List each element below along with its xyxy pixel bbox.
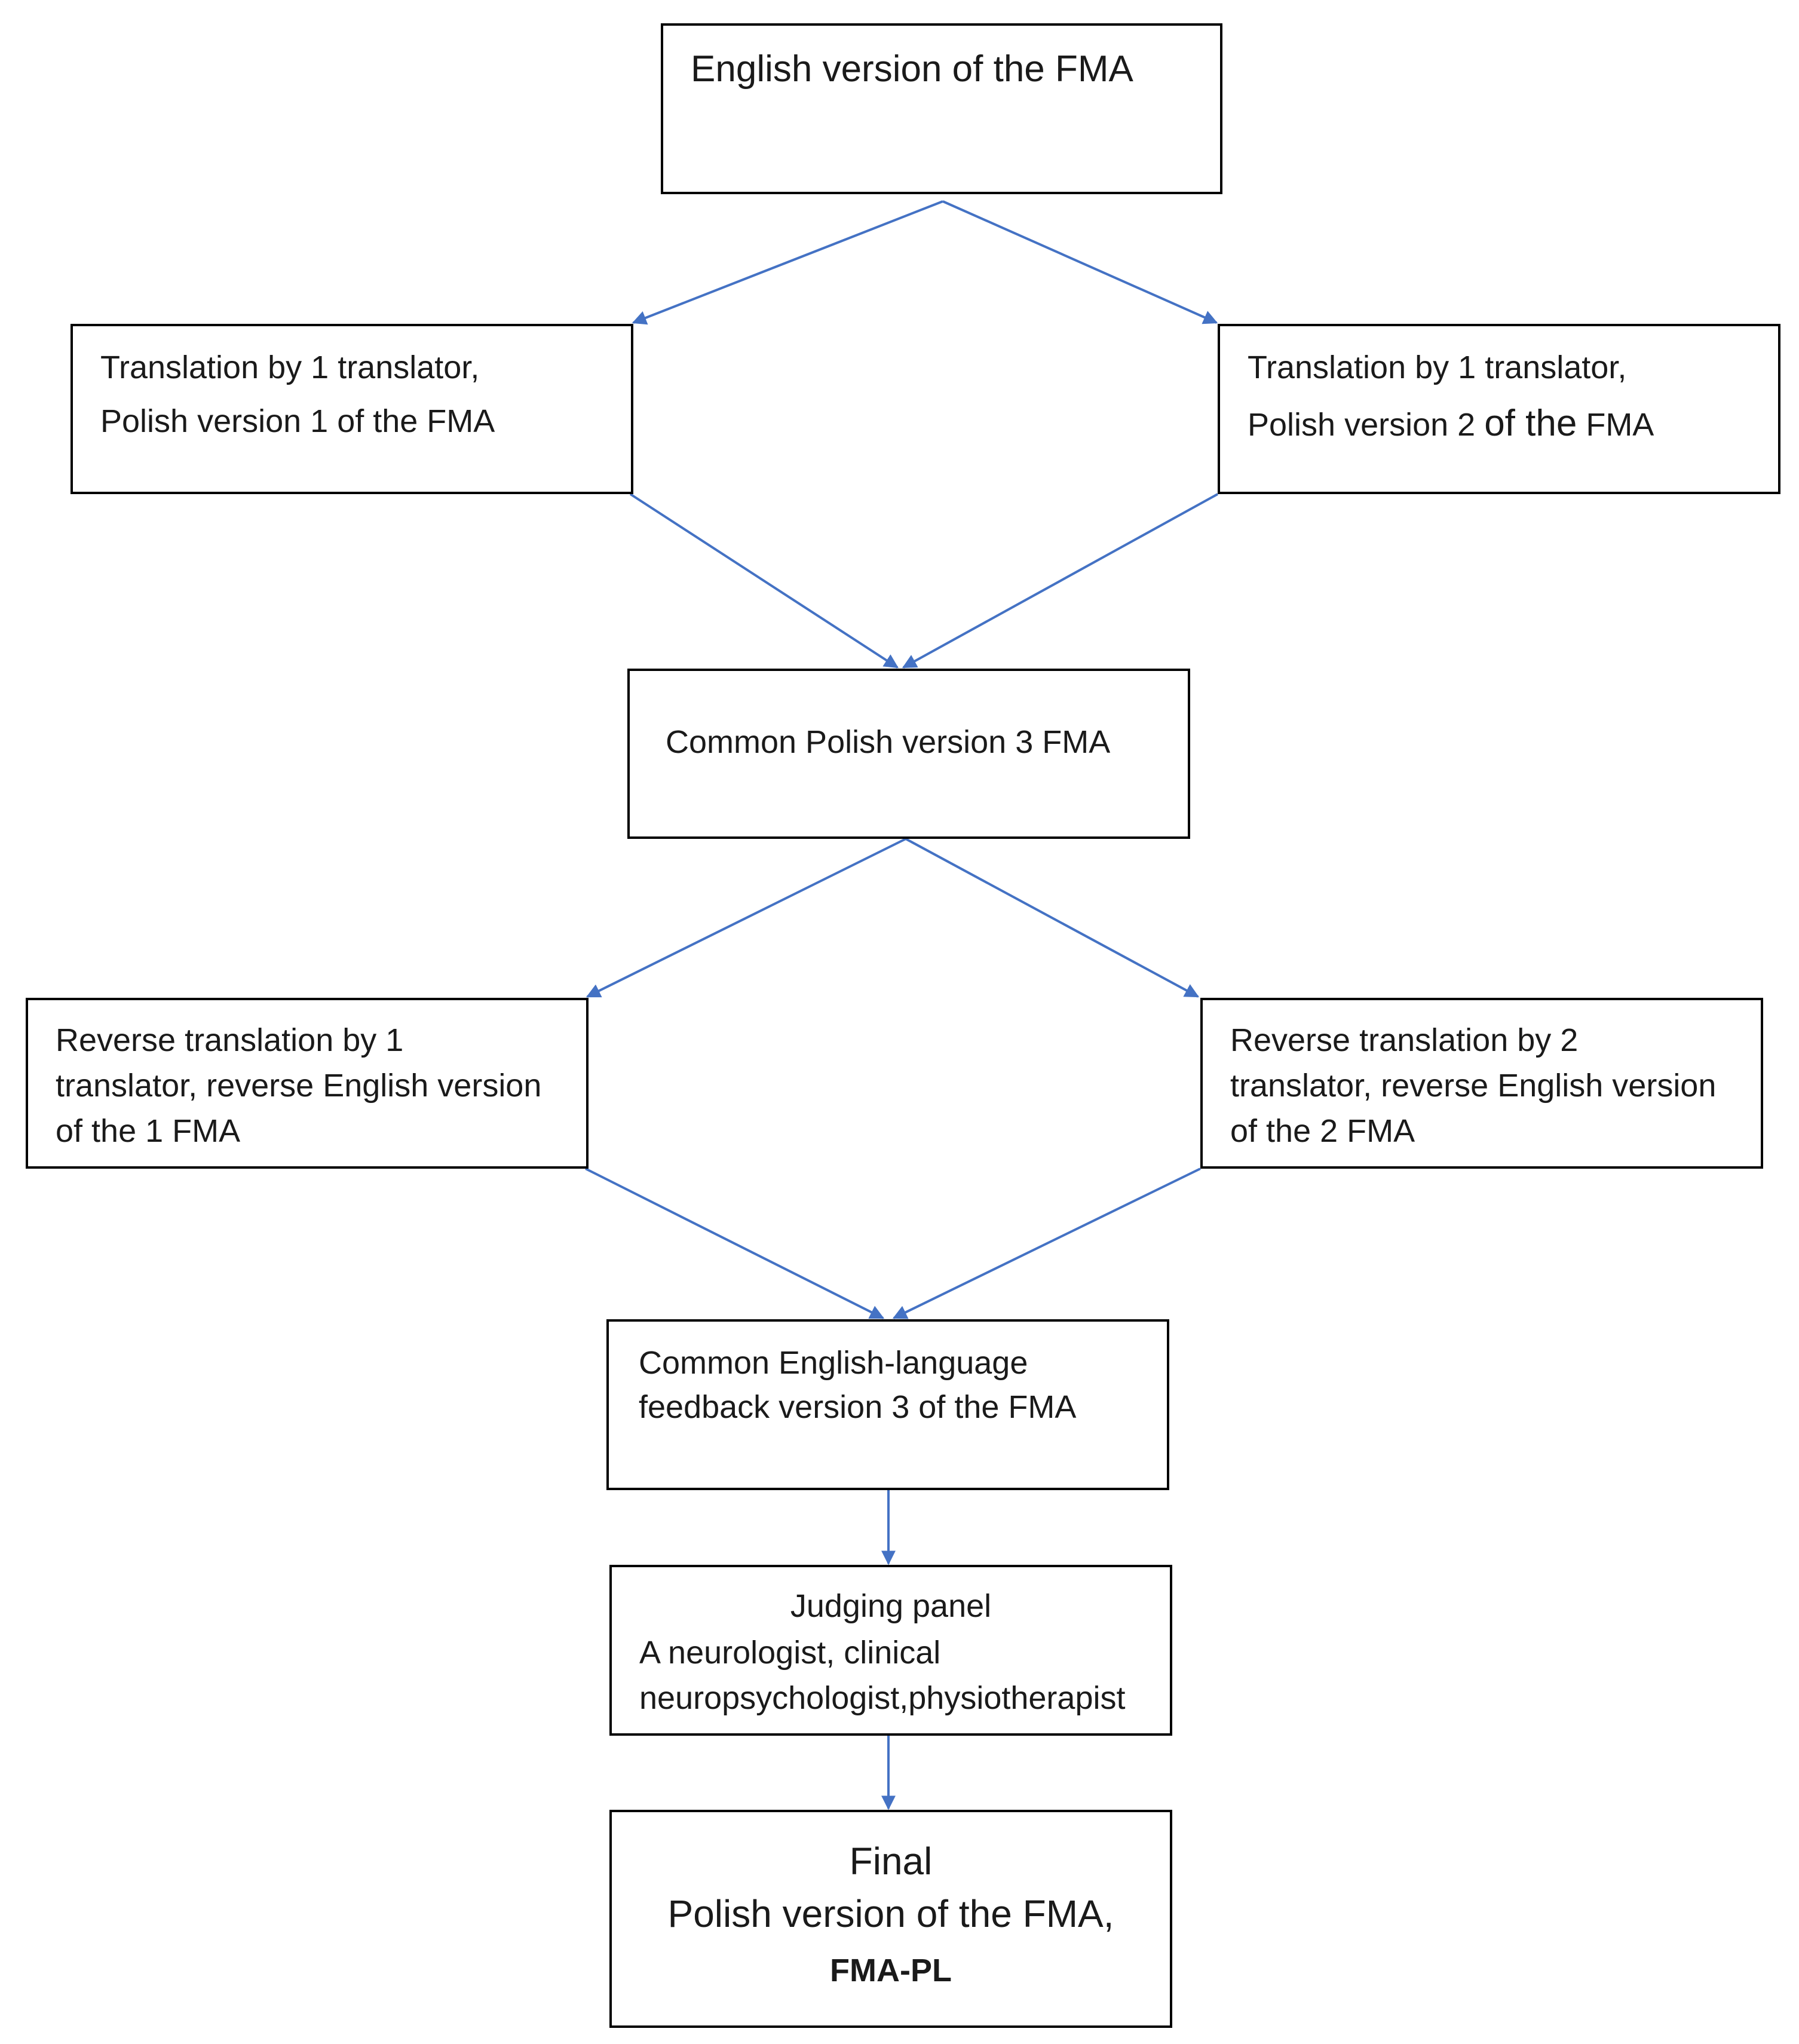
final-line2: Polish version of the FMA, [667, 1892, 1114, 1935]
arrow-translation1-to-common-polish [629, 493, 899, 669]
arrow-reverse2-to-common-english [892, 1167, 1201, 1319]
reverse2-line2: translator, reverse English version [1230, 1068, 1717, 1104]
final-line3: FMA-PL [830, 1953, 952, 1988]
translation1-line1: Translation by 1 translator, [100, 350, 480, 385]
common-english-line2: feedback version 3 of the FMA [639, 1389, 1077, 1425]
judging-panel-line1: A neurologist, clinical [639, 1635, 941, 1671]
reverse2-line1: Reverse translation by 2 [1230, 1022, 1579, 1058]
reverse2-line3: of the 2 FMA [1230, 1113, 1415, 1149]
judging-panel-line2: neuropsychologist,physiotherapist [639, 1680, 1126, 1716]
translation2-line2-part2: of the [1484, 403, 1577, 444]
arrow-reverse1-to-common-english [585, 1167, 885, 1319]
translation2-line2-part1: Polish version 2 [1248, 407, 1485, 443]
node-final-version: Final Polish version of the FMA, FMA-PL [609, 1810, 1172, 2028]
arrow-translation2-to-common-polish [902, 493, 1218, 669]
arrow-english-to-translation2 [942, 200, 1218, 324]
judging-panel-title: Judging panel [790, 1588, 992, 1624]
node-reverse-translation-2: Reverse translation by 2 translator, rev… [1200, 998, 1763, 1169]
arrow-common-polish-to-reverse2 [905, 838, 1200, 998]
node-reverse-translation-1: Reverse translation by 1 translator, rev… [26, 998, 589, 1169]
node-common-english-feedback: Common English-language feedback version… [606, 1319, 1169, 1490]
arrow-english-to-translation1 [632, 200, 943, 325]
common-english-line1: Common English-language [639, 1345, 1028, 1381]
node-translation-1: Translation by 1 translator, Polish vers… [71, 324, 633, 494]
translation1-line2: Polish version 1 of the FMA [100, 403, 495, 439]
node-judging-panel: Judging panel A neurologist, clinical ne… [609, 1565, 1172, 1736]
arrow-common-polish-to-reverse1 [586, 838, 906, 998]
english-version-label: English version of the FMA [691, 48, 1133, 90]
node-common-polish-version: Common Polish version 3 FMA [627, 669, 1190, 839]
reverse1-line3: of the 1 FMA [56, 1113, 241, 1149]
translation2-line2-part3: FMA [1577, 407, 1654, 443]
translation2-line1: Translation by 1 translator, [1248, 350, 1627, 385]
common-polish-label: Common Polish version 3 FMA [666, 724, 1111, 760]
reverse1-line2: translator, reverse English version [56, 1068, 542, 1104]
node-english-version: English version of the FMA [661, 23, 1222, 194]
reverse1-line1: Reverse translation by 1 [56, 1022, 404, 1058]
final-line1: Final [849, 1840, 933, 1883]
translation2-line2: Polish version 2 of the FMA [1248, 405, 1654, 442]
node-translation-2: Translation by 1 translator, Polish vers… [1218, 324, 1780, 494]
